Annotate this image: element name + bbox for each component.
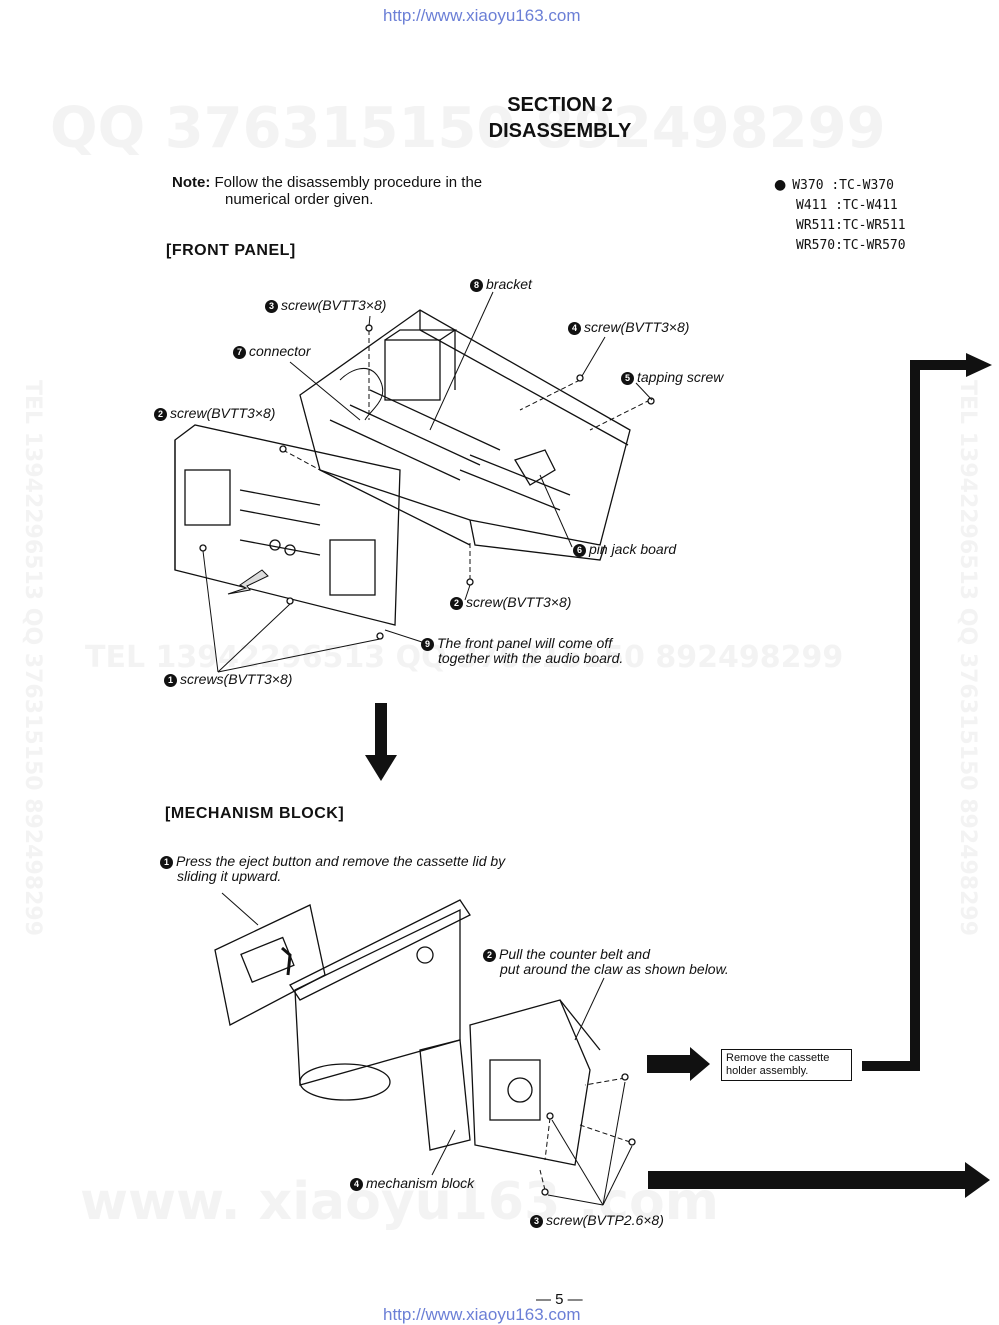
header-url[interactable]: http://www.xiaoyu163.com bbox=[383, 6, 581, 25]
pin-jack-board bbox=[514, 449, 556, 486]
page-number: — 5 — bbox=[536, 1291, 583, 1308]
note: Note: Follow the disassembly procedure i… bbox=[172, 174, 482, 208]
model-line: W370 :TC-W370 bbox=[792, 178, 894, 193]
section-number: SECTION 2 bbox=[507, 94, 613, 116]
note-label: Note: bbox=[172, 174, 211, 191]
model-list: ● W370 :TC-W370 W411 :TC-W411 WR511:TC-WR… bbox=[774, 175, 906, 256]
note-line1: Follow the disassembly procedure in the bbox=[214, 174, 483, 191]
model-line: W411 :TC-W411 bbox=[796, 198, 898, 213]
note-line2: numerical order given. bbox=[225, 191, 374, 208]
section-name: DISASSEMBLY bbox=[488, 120, 632, 142]
watermark-www: www. xiaoyu163 .com bbox=[80, 1172, 719, 1232]
transformer bbox=[384, 339, 441, 401]
watermark-side-right: TEL 13942296513 QQ 376315150 892498299 bbox=[955, 380, 980, 937]
model-line: WR570:TC-WR570 bbox=[796, 238, 906, 253]
model-bullet: ● bbox=[774, 177, 787, 193]
arrow-to-box bbox=[647, 1047, 710, 1081]
model-line: WR511:TC-WR511 bbox=[796, 218, 906, 233]
cassette-lid bbox=[214, 904, 326, 1026]
footer-url[interactable]: http://www.xiaoyu163.com bbox=[383, 1305, 581, 1324]
watermark-tel: TEL 13942296513 QQ 376315150 892498299 bbox=[85, 640, 844, 675]
mechanism-block-heading: [MECHANISM BLOCK] bbox=[165, 805, 345, 822]
front-panel-heading: [FRONT PANEL] bbox=[166, 242, 296, 259]
arrow-next-page bbox=[648, 1162, 990, 1198]
remove-cassette-holder-box: Remove the cassette holder assembly. bbox=[721, 1049, 852, 1081]
watermark-side-left: TEL 13942296513 QQ 376315150 892498299 bbox=[20, 380, 45, 937]
down-arrow-icon bbox=[365, 703, 397, 781]
watermark-qq: QQ 376315150 892498299 bbox=[50, 96, 886, 161]
section-title: SECTION 2 DISASSEMBLY bbox=[410, 92, 710, 144]
